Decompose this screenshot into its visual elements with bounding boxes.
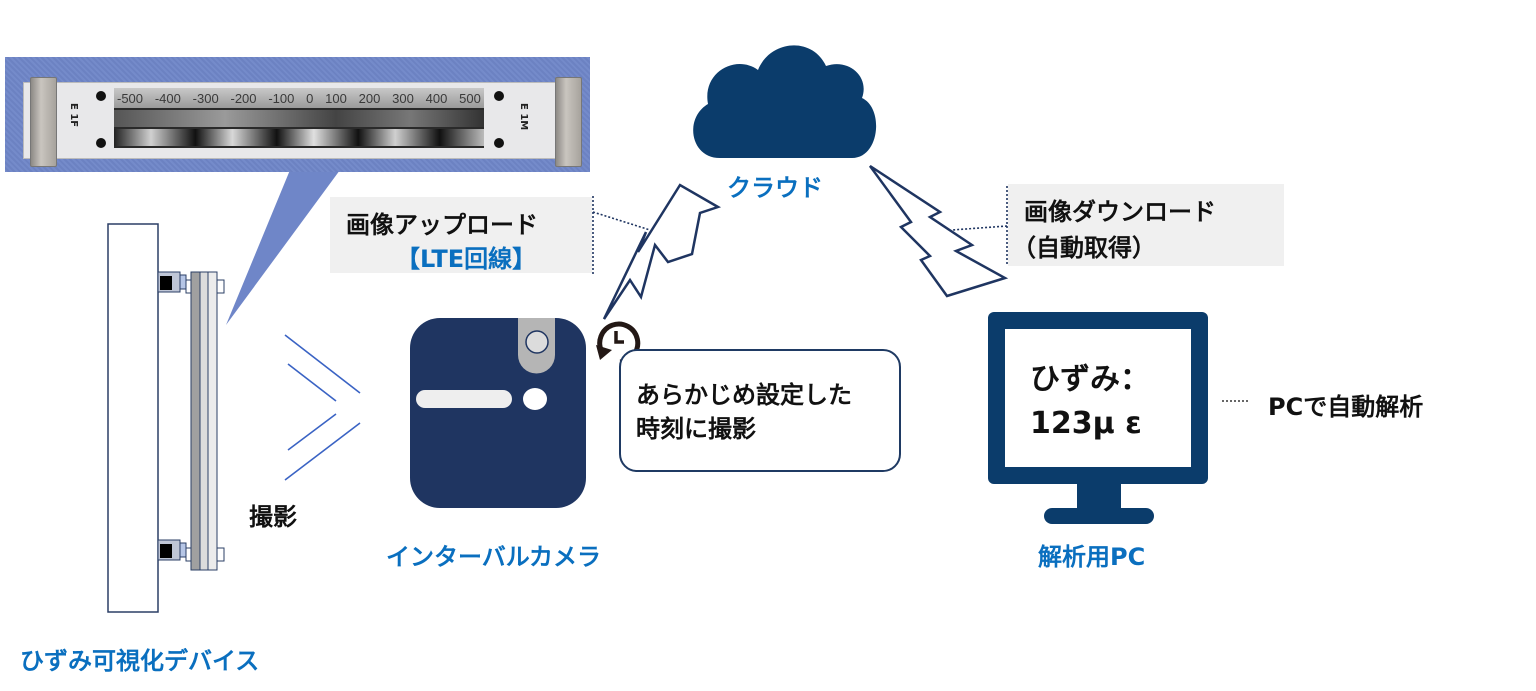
indicator-band [114, 110, 484, 127]
shooting-lines [284, 334, 361, 481]
camera-label: インターバルカメラ [386, 543, 602, 571]
download-lightning-icon [868, 164, 1009, 298]
photo-pointer [226, 170, 340, 325]
scale-tick: -300 [192, 90, 219, 106]
hole [96, 138, 106, 148]
upload-label-box: 画像アップロード 【LTE回線】 [330, 197, 592, 273]
hole [494, 91, 504, 101]
pc-label: 解析用PC [1038, 543, 1146, 571]
scale-tick: 400 [425, 90, 448, 106]
scale-tick: 100 [325, 90, 347, 106]
scale-tick: -200 [230, 90, 257, 106]
gauge-photo: E 1F E 1M -500 -400 -300 -200 -100 0 100… [5, 57, 590, 172]
cloud-icon [693, 45, 877, 158]
callout-line: 時刻に撮影 [636, 415, 756, 443]
moire-band [114, 129, 484, 146]
scale-ticks: -500 -400 -300 -200 -100 0 100 200 300 4… [114, 88, 484, 108]
right-mark: E 1M [518, 103, 529, 131]
callout-line: あらかじめ設定した [636, 381, 852, 409]
download-auto-label: （自動取得） [1012, 234, 1156, 262]
mounting-plate [107, 223, 159, 613]
shoot-label: 撮影 [249, 503, 297, 531]
scale-tick: -400 [154, 90, 181, 106]
cloud-label: クラウド [727, 174, 823, 202]
camera-icon [410, 318, 586, 508]
scale-tick: -500 [117, 90, 144, 106]
scale-tick: -100 [268, 90, 295, 106]
download-label-box: 画像ダウンロード （自動取得） [1008, 184, 1284, 266]
leader-lines [592, 186, 1250, 402]
monitor-screen-text: ひずみ： 123μ ε [1030, 358, 1150, 446]
right-clip [555, 77, 582, 167]
schedule-callout-text: あらかじめ設定した 時刻に撮影 [636, 378, 852, 446]
upload-network-label: 【LTE回線】 [396, 245, 537, 273]
hole [494, 138, 504, 148]
schedule-callout [619, 349, 901, 472]
scale-tick: 500 [459, 90, 481, 106]
scale-tick: 200 [358, 90, 381, 106]
scale-tick: 0 [306, 90, 314, 106]
hole [96, 91, 106, 101]
gauge-plate: E 1F E 1M -500 -400 -300 -200 -100 0 100… [23, 77, 582, 167]
scale-tick: 300 [392, 90, 414, 106]
left-mark: E 1F [68, 103, 79, 128]
monitor-icon [988, 312, 1208, 524]
upload-lightning-icon [602, 183, 722, 320]
device-label: ひずみ可視化デバイス [20, 647, 260, 675]
pc-analysis-note: PCで自動解析 [1268, 393, 1424, 421]
upload-label: 画像アップロード [346, 211, 538, 239]
left-clip [30, 77, 57, 167]
gauge-side-view [190, 271, 218, 571]
strain-label: ひずみ： [1030, 362, 1150, 397]
scale-window: -500 -400 -300 -200 -100 0 100 200 300 4… [114, 88, 484, 148]
strain-value: 123μ ε [1030, 406, 1142, 441]
download-label: 画像ダウンロード [1024, 198, 1216, 226]
